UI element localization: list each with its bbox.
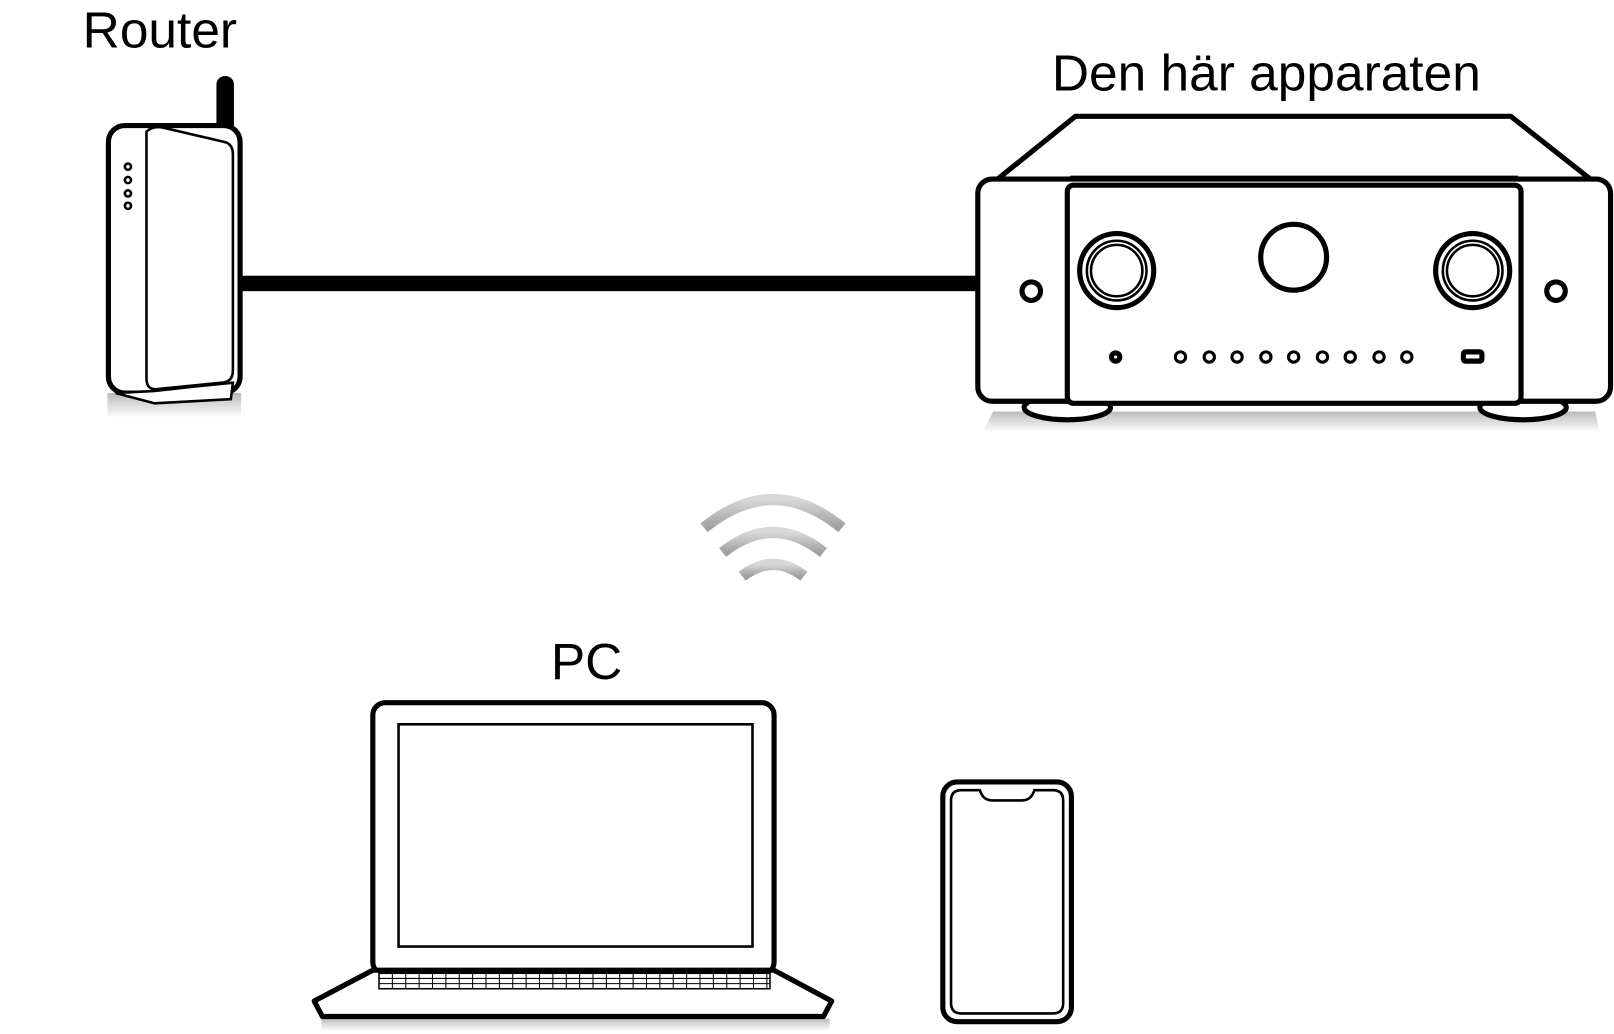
pc-label: PC xyxy=(551,632,622,690)
av-receiver-icon xyxy=(975,113,1614,433)
wifi-icon xyxy=(700,494,846,581)
laptop-icon xyxy=(311,700,835,1031)
ethernet-cable xyxy=(234,275,980,292)
router-label: Router xyxy=(83,0,237,58)
router-icon xyxy=(105,76,243,418)
device-label: Den här apparaten xyxy=(1052,44,1481,102)
smartphone-icon xyxy=(940,779,1074,1025)
